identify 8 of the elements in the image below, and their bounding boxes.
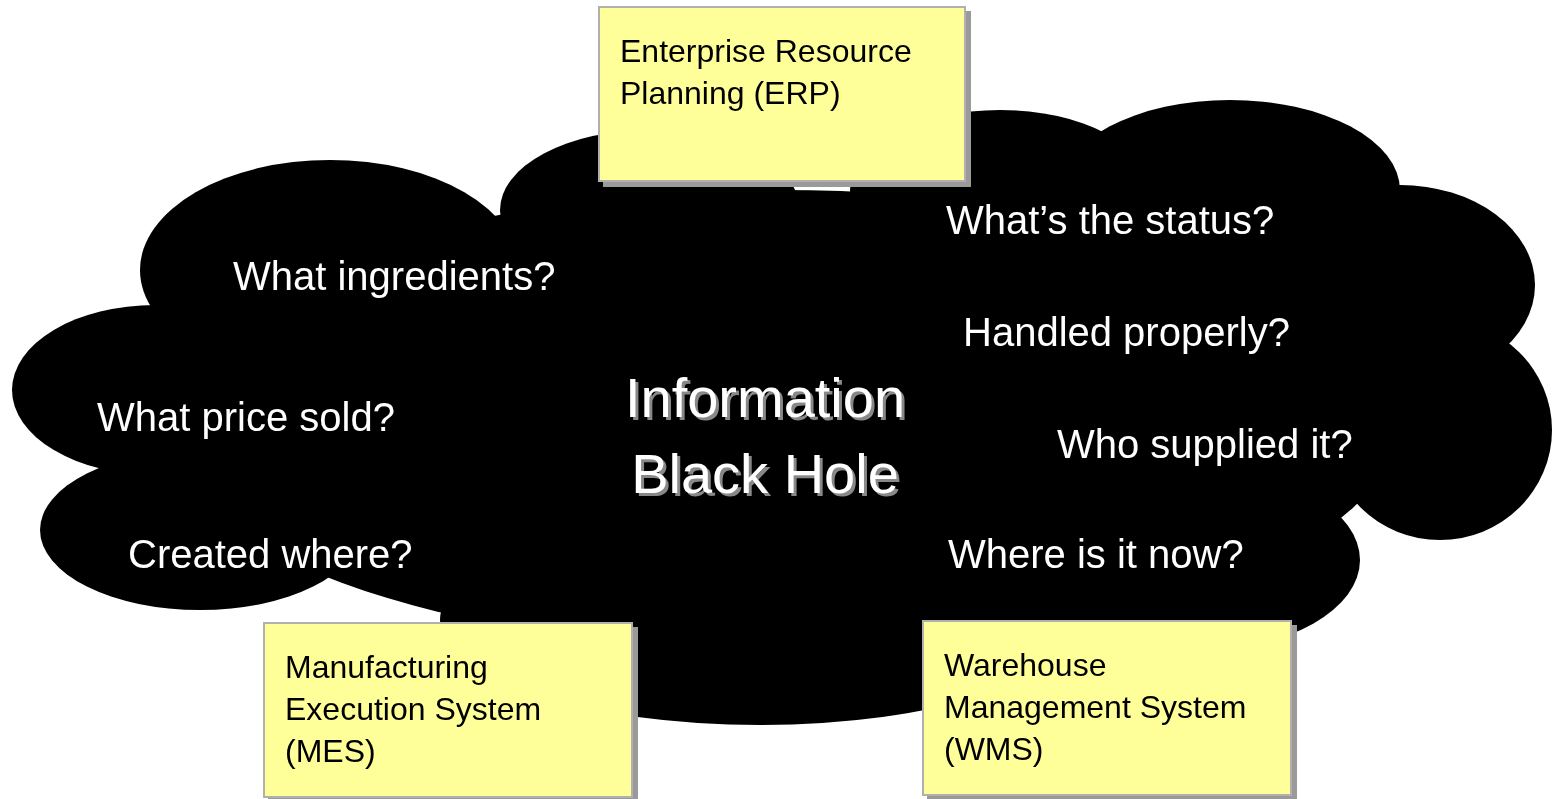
question-text: Who supplied it? (1057, 421, 1353, 468)
question-text: What’s the status? (946, 197, 1275, 244)
question-text: What ingredients? (233, 253, 556, 300)
question-text: What price sold? (97, 394, 395, 441)
question-text: Created where? (128, 531, 413, 578)
cloud-heading: Information Black Hole (623, 365, 907, 507)
question-text: Where is it now? (948, 531, 1244, 578)
question-text: Handled properly? (963, 309, 1290, 356)
